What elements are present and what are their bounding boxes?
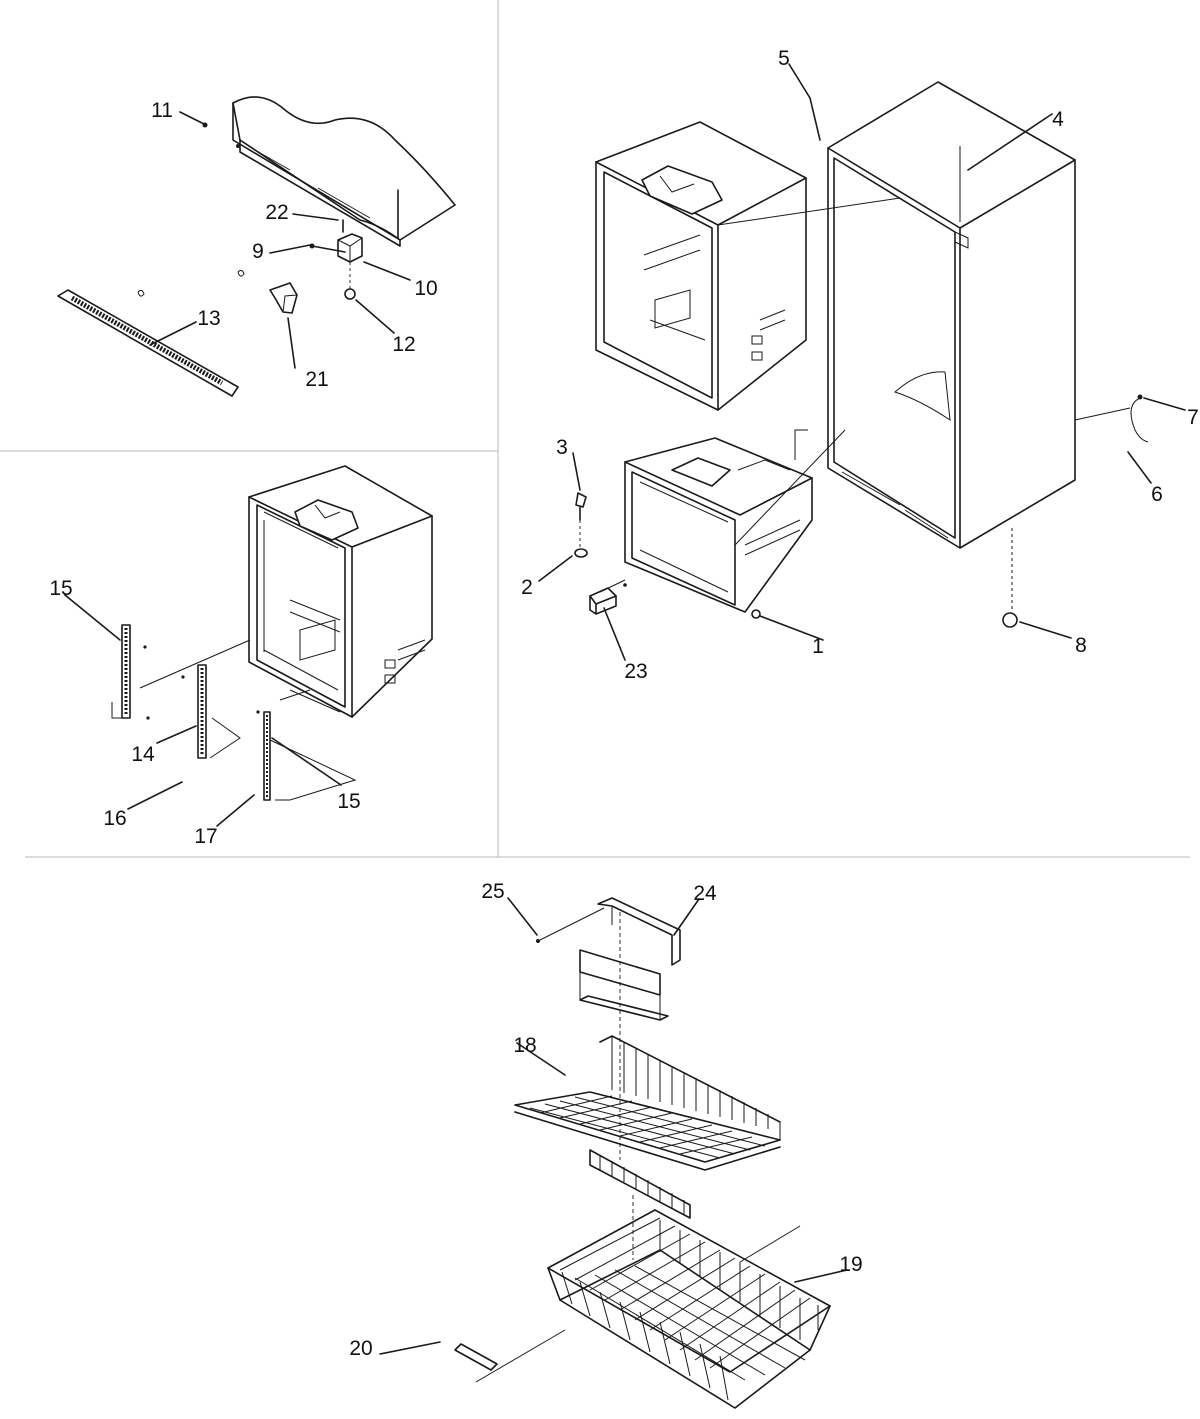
callout-16: 16 (103, 807, 126, 830)
callout-23: 23 (624, 660, 647, 683)
callout-21: 21 (305, 368, 328, 391)
callout-25: 25 (481, 880, 504, 903)
callout-8: 8 (1075, 634, 1087, 657)
callout-24: 24 (693, 882, 717, 905)
callout-15-a: 15 (49, 577, 72, 600)
callout-15-b: 15 (337, 790, 360, 813)
leader-arrows (64, 63, 1186, 1355)
callout-7: 7 (1187, 406, 1199, 429)
panel-dividers (0, 0, 1190, 858)
top-bracket-assembly (57, 96, 456, 397)
cabinet-assembly (574, 81, 1149, 628)
callout-labels: 1 2 3 4 5 6 7 8 9 10 11 12 13 14 15 15 1… (49, 47, 1199, 1360)
callout-18: 18 (513, 1034, 536, 1057)
callout-12: 12 (392, 333, 415, 356)
callout-17: 17 (194, 825, 217, 848)
liner-side-assembly (111, 465, 433, 801)
callout-9: 9 (252, 240, 264, 263)
basket-assembly (454, 897, 831, 1409)
callout-11: 11 (151, 99, 173, 122)
callout-4: 4 (1052, 108, 1064, 131)
callout-22: 22 (265, 201, 288, 224)
callout-2: 2 (521, 576, 533, 599)
callout-19: 19 (839, 1253, 862, 1276)
callout-20: 20 (349, 1337, 372, 1360)
callout-13: 13 (197, 307, 220, 330)
callout-3: 3 (556, 436, 568, 459)
callout-6: 6 (1151, 483, 1163, 506)
callout-1: 1 (812, 635, 824, 658)
callout-10: 10 (414, 277, 437, 300)
callout-5: 5 (778, 47, 790, 70)
callout-14: 14 (131, 743, 155, 766)
